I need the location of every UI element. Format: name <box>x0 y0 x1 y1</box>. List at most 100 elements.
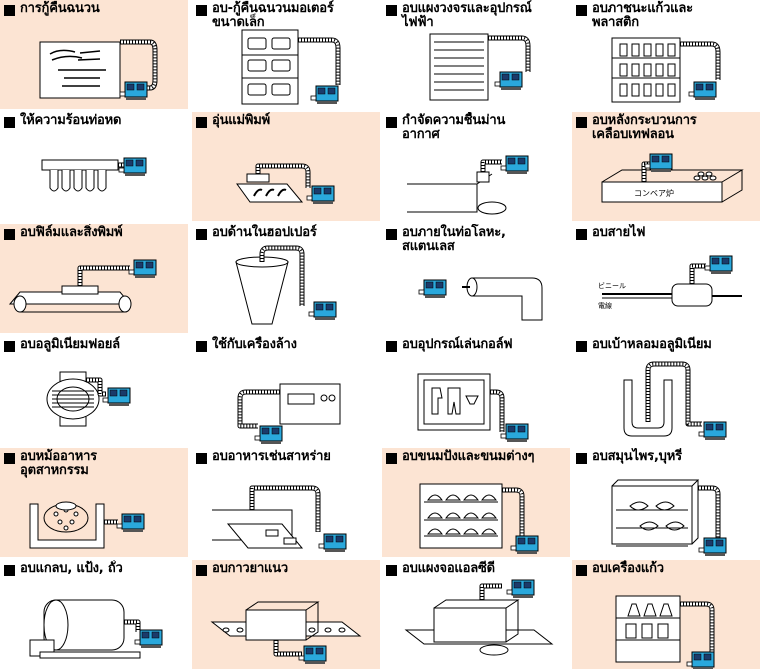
metal-pipe-drying-illustration <box>418 277 543 321</box>
card-title: การกู้คืนฉนวน <box>4 2 186 16</box>
washer-use-illustration <box>237 383 341 444</box>
bullet-square-icon <box>386 341 397 352</box>
application-card-hopper-interior-drying: อบด้านในฮอปเปอร์ <box>192 224 380 333</box>
card-title: อุ่นแม่พิมพ์ <box>196 114 378 128</box>
heater-unit-icon <box>310 85 339 104</box>
card-label: อบฟิล์มและสิ่งพิมพ์ <box>20 225 123 240</box>
heater-unit-icon <box>500 155 529 174</box>
card-label: อบแกลบ, แป้ง, ถั่ว <box>20 561 123 576</box>
heater-unit-icon <box>688 81 717 100</box>
card-title: อบ-กู้คืนฉนวนมอเตอร์ ขนาดเล็ก <box>196 2 378 30</box>
heater-unit-icon <box>698 537 727 556</box>
lcd-panel-drying-illustration <box>404 579 554 656</box>
heater-unit-icon <box>644 153 673 172</box>
annotation-vinyl: ビニール <box>598 281 626 290</box>
card-title: ให้ความร้อนท่อหด <box>4 114 186 128</box>
seaweed-food-drying-illustration <box>212 485 347 552</box>
card-label: อบอุปกรณ์เล่นกอล์ฟ <box>402 337 513 352</box>
application-card-industrial-pot-drying: อบหม้ออาหาร อุตสาหกรรม <box>0 448 188 557</box>
card-label: อบหม้ออาหาร อุตสาหกรรม <box>20 449 97 478</box>
card-label: อบภายในท่อโลหะ, สแตนเลส <box>402 225 506 254</box>
card-title: อบอลูมิเนียมฟอยล์ <box>4 338 186 352</box>
card-title: อบอาหารเช่นสาหร่าย <box>196 450 378 464</box>
heater-unit-icon <box>418 279 447 298</box>
hopper-interior-drying-illustration <box>235 245 337 325</box>
air-curtain-dehumidify-illustration <box>407 155 529 215</box>
card-label: อบภาชนะแก้วและ พลาสติก <box>592 1 693 30</box>
card-title: อบภาชนะแก้วและ พลาสติก <box>576 2 758 30</box>
card-label: อบกาวยาแนว <box>212 561 289 576</box>
card-label: ให้ความร้อนท่อหด <box>20 113 122 128</box>
card-label: อบสมุนไพร,บุหรี่ <box>592 449 682 464</box>
card-title: อบสมุนไพร,บุหรี่ <box>576 450 758 464</box>
application-card-small-motor-drying: อบ-กู้คืนฉนวนมอเตอร์ ขนาดเล็ก <box>192 0 380 109</box>
card-title: อบเครื่องแก้ว <box>576 562 758 576</box>
application-card-bread-drying: อบขนมปังและขนมต่างๆ <box>382 448 570 557</box>
bullet-square-icon <box>196 341 207 352</box>
bullet-square-icon <box>386 565 397 576</box>
application-card-teflon-coating-drying: コンベア炉 อบหลังกระบวนการ เคลือบเทฟลอน <box>572 112 760 221</box>
industrial-pot-drying-illustration <box>29 501 145 549</box>
glass-plastic-drying-illustration <box>611 37 721 103</box>
bullet-square-icon <box>576 229 587 240</box>
bullet-square-icon <box>196 229 207 240</box>
card-title: อบด้านในฮอปเปอร์ <box>196 226 378 240</box>
bullet-square-icon <box>196 5 207 16</box>
application-card-metal-pipe-drying: อบภายในท่อโลหะ, สแตนเลส <box>382 224 570 333</box>
card-label: อบด้านในฮอปเปอร์ <box>212 225 317 240</box>
card-title: อบแผงวงจรและอุปกรณ์ ไฟฟ้า <box>386 2 568 30</box>
card-title: อบแกลบ, แป้ง, ถั่ว <box>4 562 186 576</box>
application-card-glassware-drying: อบเครื่องแก้ว <box>572 560 760 669</box>
bullet-square-icon <box>576 453 587 464</box>
card-label: การกู้คืนฉนวน <box>20 1 100 16</box>
application-card-shrink-tube-heating: ให้ความร้อนท่อหด <box>0 112 188 221</box>
shrink-tube-heating-illustration <box>41 157 147 192</box>
bullet-square-icon <box>4 341 15 352</box>
teflon-coating-drying-illustration: コンベア炉 <box>601 153 744 203</box>
card-label: อบเครื่องแก้ว <box>592 561 664 576</box>
application-card-lcd-panel-drying: อบแผงจอแอลซีดี <box>382 560 570 669</box>
card-label: อบขนมปังและขนมต่างๆ <box>402 449 535 464</box>
card-title: อบหลังกระบวนการ เคลือบเทฟลอน <box>576 114 758 142</box>
bullet-square-icon <box>576 117 587 128</box>
circuit-board-drying-illustration <box>429 33 531 101</box>
bullet-square-icon <box>4 565 15 576</box>
card-label: อุ่นแม่พิมพ์ <box>212 113 270 128</box>
card-title: อบกาวยาแนว <box>196 562 378 576</box>
card-label: อบแผงวงจรและอุปกรณ์ ไฟฟ้า <box>402 1 532 30</box>
application-card-husk-flour-bean-drying: อบแกลบ, แป้ง, ถั่ว <box>0 560 188 669</box>
herb-tobacco-drying-illustration <box>611 479 727 556</box>
card-label: กำจัดความชื้นม่าน อากาศ <box>402 113 506 142</box>
heater-unit-icon <box>298 645 327 664</box>
application-card-insulation-recovery: การกู้คืนฉนวน <box>0 0 188 109</box>
heater-unit-icon <box>308 301 337 320</box>
application-card-air-curtain-dehumidify: กำจัดความชื้นม่าน อากาศ <box>382 112 570 221</box>
heater-unit-icon <box>134 629 163 648</box>
bullet-square-icon <box>4 5 15 16</box>
card-label: อบสายไฟ <box>592 225 646 240</box>
bullet-square-icon <box>386 453 397 464</box>
card-label: อบเบ้าหลอมอลูมิเนียม <box>592 337 712 352</box>
heater-unit-icon <box>128 259 157 278</box>
heater-unit-icon <box>306 185 335 204</box>
bullet-square-icon <box>196 565 207 576</box>
card-label: อบอาหารเช่นสาหร่าย <box>212 449 331 464</box>
aluminum-foil-drying-illustration <box>46 371 131 427</box>
card-title: อบเบ้าหลอมอลูมิเนียม <box>576 338 758 352</box>
bullet-square-icon <box>4 453 15 464</box>
application-card-golf-equipment-drying: อบอุปกรณ์เล่นกอล์ฟ <box>382 336 570 445</box>
card-title: กำจัดความชื้นม่าน อากาศ <box>386 114 568 142</box>
bullet-square-icon <box>196 453 207 464</box>
card-title: อบขนมปังและขนมต่างๆ <box>386 450 568 464</box>
application-card-circuit-board-drying: อบแผงวงจรและอุปกรณ์ ไฟฟ้า <box>382 0 570 109</box>
heater-unit-icon <box>116 513 145 532</box>
card-title: อบภายในท่อโลหะ, สแตนเลส <box>386 226 568 254</box>
bullet-square-icon <box>4 117 15 128</box>
heater-unit-icon <box>698 421 727 440</box>
application-card-mold-preheating: อุ่นแม่พิมพ์ <box>192 112 380 221</box>
card-label: ใช้กับเครื่องล้าง <box>212 337 297 352</box>
mold-preheating-illustration <box>236 163 335 204</box>
card-label: อบแผงจอแอลซีดี <box>402 561 495 576</box>
insulation-recovery-illustration <box>39 39 158 100</box>
